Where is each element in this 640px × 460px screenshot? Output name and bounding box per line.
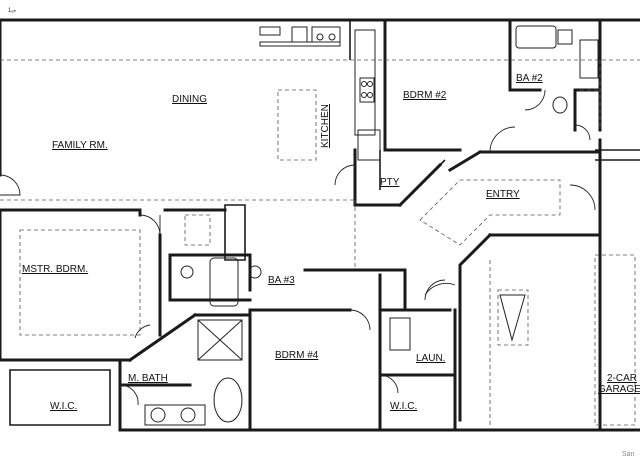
garage-entry-door: [424, 282, 456, 296]
mbath-door: [134, 324, 151, 339]
label-garage-1: 2-CAR: [607, 373, 637, 384]
garage-marker: [499, 294, 526, 342]
garage-stall: [497, 289, 529, 346]
ba2-toilet-tank: [557, 29, 573, 45]
label-laundry: LAUN.: [416, 353, 445, 364]
wic-shelf: [9, 369, 111, 426]
label-garage-2: GARAGE: [598, 384, 640, 395]
ba3-toilet: [180, 265, 194, 279]
counter-front: [259, 41, 341, 47]
garage-door-frame: [595, 149, 640, 161]
counter-right: [354, 29, 376, 136]
ba2-vanity: [579, 39, 599, 79]
label-dining: DINING: [172, 94, 207, 105]
mbath-sink-2: [180, 407, 196, 423]
dashed-lines: [0, 59, 640, 425]
ba3-sink: [248, 265, 262, 279]
ba2-toilet: [552, 96, 568, 114]
family-door: [0, 174, 21, 196]
sink-bowl-left: [316, 33, 324, 41]
hall-closet: [224, 204, 246, 261]
label-wic-1: W.I.C.: [50, 401, 77, 412]
corner-note: 1ₐₕ: [8, 8, 17, 14]
ba3-tub: [209, 257, 239, 307]
burner-4: [367, 92, 373, 98]
bath-fixtures: [144, 25, 636, 426]
ba2-closet-door: [574, 124, 591, 141]
burner-3: [361, 92, 367, 98]
ba2-door: [524, 89, 546, 111]
exterior-walls: [0, 18, 640, 432]
entry-angle-b: [409, 159, 446, 196]
entry-tray: [419, 179, 561, 246]
washer: [389, 317, 411, 351]
label-wic-2: W.I.C.: [390, 401, 417, 412]
mbath-sink-1: [150, 407, 166, 423]
label-entry: ENTRY: [486, 189, 520, 200]
burner-1: [361, 81, 367, 87]
refrigerator: [357, 129, 381, 161]
label-kitchen: KITCHEN: [320, 104, 331, 148]
label-pty: PTY: [380, 177, 400, 188]
dishwasher: [291, 26, 308, 43]
mbath-vanity: [144, 404, 206, 426]
pantry-door: [334, 164, 356, 186]
mbath-shower-x: [197, 319, 243, 361]
label-ba3: BA #3: [268, 275, 295, 286]
master-tray: [19, 229, 141, 336]
label-mbath: M. BATH: [128, 373, 168, 384]
kitchen-island: [277, 89, 317, 161]
mbath-angle-wall: [127, 312, 198, 363]
label-bdrm2: BDRM #2: [403, 90, 447, 101]
kitchen-sink: [311, 26, 341, 43]
label-family: FAMILY RM.: [52, 140, 108, 151]
label-bdrm4: BDRM #4: [275, 350, 319, 361]
room-labels: DINING FAMILY RM. KITCHEN BDRM #2 BA #2 …: [22, 73, 640, 412]
ba2-tub: [515, 25, 557, 49]
kitchen-appliance: [259, 26, 281, 36]
label-mstr-bdrm: MSTR. BDRM.: [22, 264, 88, 275]
bdrm2-door: [489, 126, 516, 153]
master-door: [139, 214, 161, 236]
laundry-door: [424, 279, 446, 301]
entry-door: [569, 184, 596, 211]
range: [359, 77, 375, 103]
kitchen-fixtures: [259, 26, 381, 161]
mbath-tub: [213, 377, 243, 423]
interior-walls: [0, 18, 640, 432]
watermark: San: [622, 451, 635, 458]
wic2-door: [379, 374, 399, 394]
wic-door: [119, 384, 139, 406]
garage-left-wall: [458, 232, 493, 422]
mbath-shower: [197, 319, 243, 361]
pantry-walls: [353, 148, 402, 207]
entry-angle-c: [447, 149, 483, 173]
burner-2: [367, 81, 373, 87]
doors: [0, 89, 596, 406]
label-ba2: BA #2: [516, 73, 543, 84]
hall-attic: [184, 214, 211, 246]
bdrm4-door: [349, 309, 371, 331]
sink-bowl-right: [328, 33, 336, 41]
